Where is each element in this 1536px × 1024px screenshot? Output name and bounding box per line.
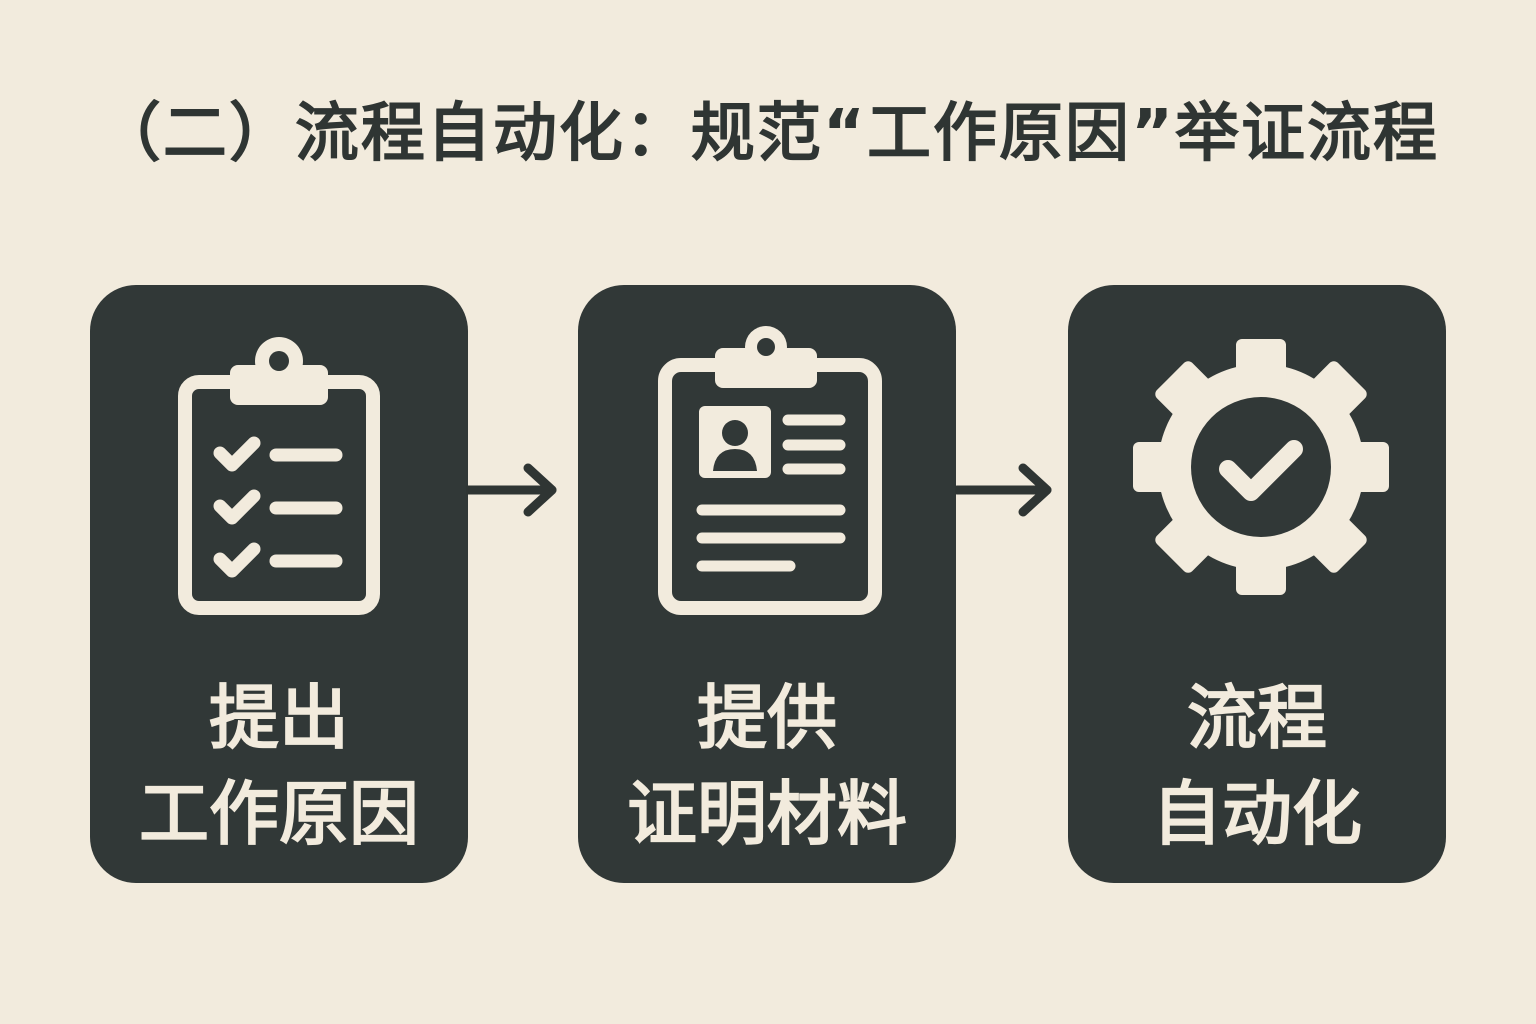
step-card-process-automation: 流程 自动化 <box>1068 285 1446 883</box>
step-label: 提出 工作原因 <box>90 670 468 862</box>
step-label-line2: 工作原因 <box>139 773 419 855</box>
clipboard-checklist-icon <box>178 337 380 615</box>
step-label-line2: 自动化 <box>1152 773 1362 855</box>
step-card-raise-reason: 提出 工作原因 <box>90 285 468 883</box>
clipboard-document-icon <box>658 326 882 615</box>
step-label: 流程 自动化 <box>1068 670 1446 862</box>
step-card-provide-evidence: 提供 证明材料 <box>578 285 956 883</box>
step-label-line1: 提供 <box>697 677 837 759</box>
gear-check-icon <box>1133 339 1389 595</box>
page-title: （二）流程自动化：规范“工作原因”举证流程 <box>96 97 1440 171</box>
arrow-right-icon <box>955 463 1052 517</box>
step-label: 提供 证明材料 <box>578 670 956 862</box>
step-label-line1: 提出 <box>209 677 349 759</box>
step-label-line1: 流程 <box>1187 677 1327 759</box>
step-label-line2: 证明材料 <box>627 773 907 855</box>
arrow-right-icon <box>466 463 557 517</box>
